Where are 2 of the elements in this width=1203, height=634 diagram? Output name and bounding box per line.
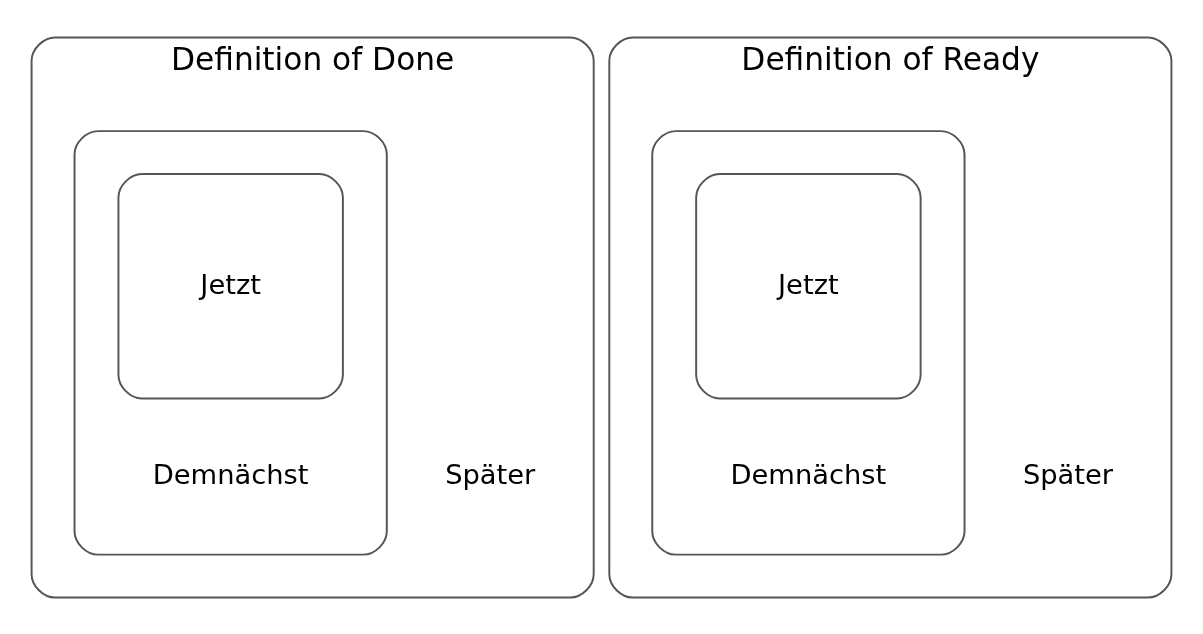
node-box: Jetzt	[117, 172, 344, 399]
node-box: Jetzt	[695, 172, 922, 399]
